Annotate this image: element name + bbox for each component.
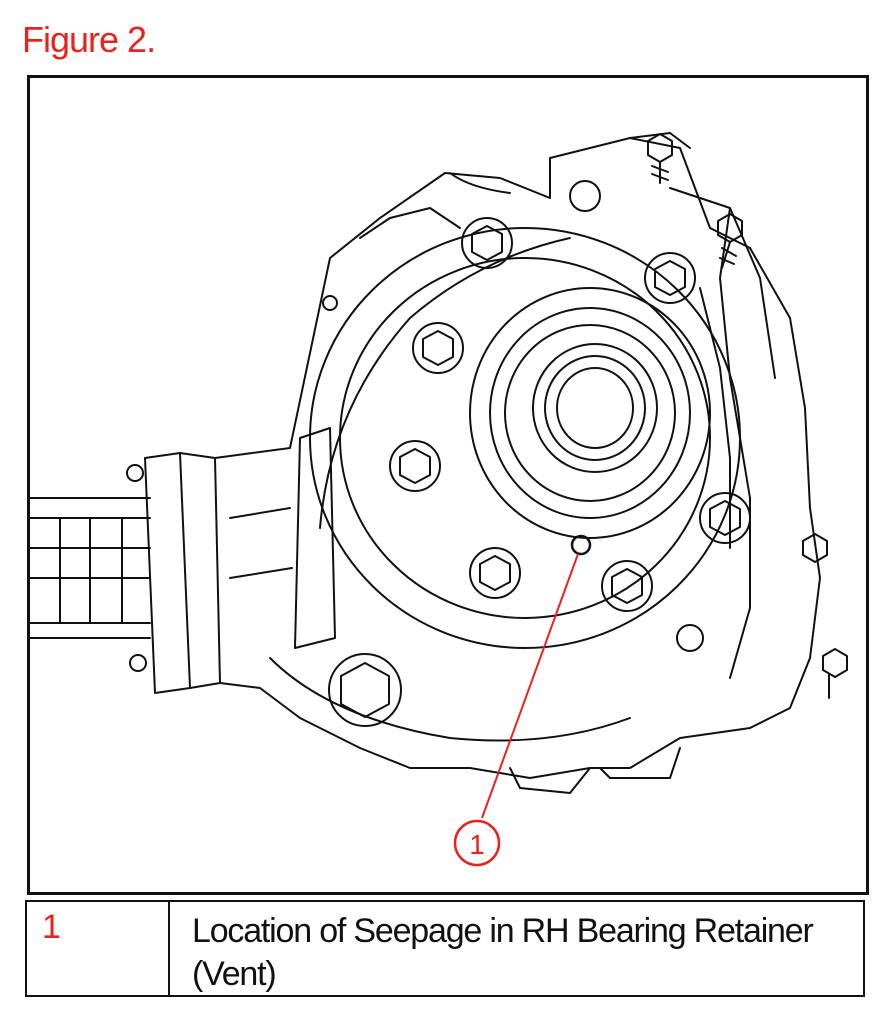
differential-illustration: 1 [30, 132, 848, 867]
bearing-retainer [309, 227, 741, 649]
legend-number: 1 [27, 902, 170, 995]
axle-tube [30, 497, 151, 639]
legend-description: Location of Seepage in RH Bearing Retain… [192, 912, 814, 993]
bolts [322, 133, 848, 727]
housing-body [214, 132, 821, 794]
left-flange [126, 452, 221, 694]
callout-1: 1 [453, 553, 579, 867]
figure-title: Figure 2. [22, 19, 156, 60]
callout-1-label: 1 [469, 829, 485, 860]
legend-table: 1 Location of Seepage in RH Bearing Reta… [25, 900, 865, 997]
vent-hole [570, 534, 592, 556]
figure-frame: 1 [27, 75, 869, 895]
